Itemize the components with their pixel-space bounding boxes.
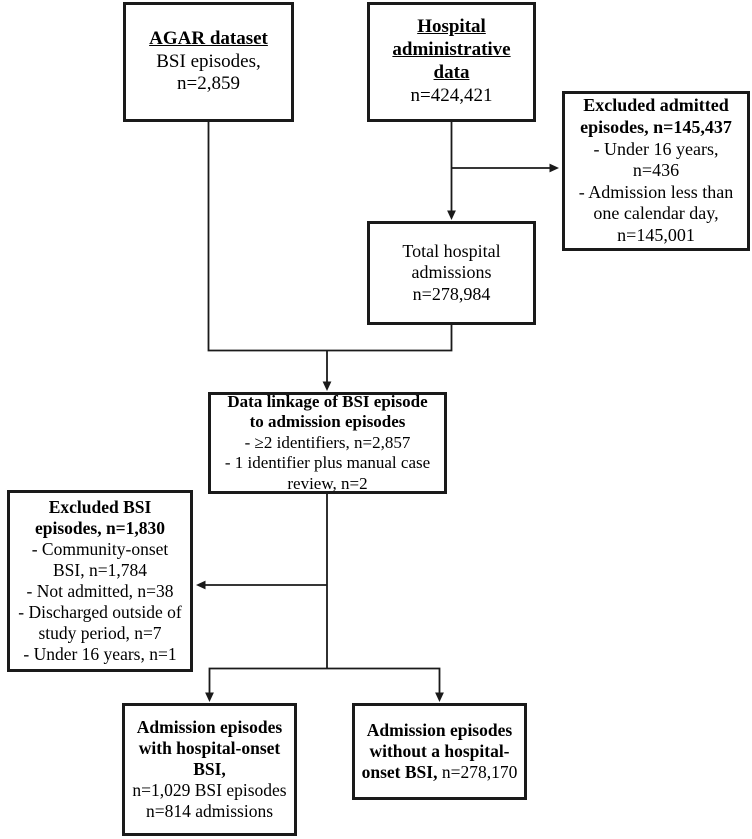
excluded-bsi-line-1: - Community-onset <box>31 539 169 559</box>
excluded-admitted-line-4: one calendar day, <box>593 203 719 224</box>
node-agar-dataset: AGAR dataset BSI episodes, n=2,859 <box>123 2 294 122</box>
no-onset-title-line-1: Admission episodes <box>366 720 513 740</box>
node-data-linkage: Data linkage of BSI episode to admission… <box>208 392 447 494</box>
data-linkage-line-2: - 1 identifier plus manual case <box>224 453 431 473</box>
node-admission-episodes-without-hospital-onset-bsi: Admission episodes without a hospital- o… <box>352 703 527 800</box>
node-total-hospital-admissions: Total hospital admissions n=278,984 <box>367 221 536 325</box>
data-linkage-line-1: - ≥2 identifiers, n=2,857 <box>244 432 411 452</box>
data-linkage-title-line-1: Data linkage of BSI episode <box>227 392 428 412</box>
total-admissions-line-3: n=278,984 <box>412 283 491 304</box>
node-excluded-bsi-episodes: Excluded BSI episodes, n=1,830 - Communi… <box>7 490 193 672</box>
hospital-onset-title-line-3: BSI, <box>193 759 226 779</box>
agar-line-2: n=2,859 <box>177 73 240 95</box>
no-onset-value: n=278,170 <box>437 762 518 782</box>
no-onset-title-line-3-with-value: onset BSI, n=278,170 <box>359 762 520 783</box>
excluded-bsi-title-line-1: Excluded BSI <box>48 497 152 517</box>
excluded-bsi-title-line-2: episodes, n=1,830 <box>34 518 166 538</box>
agar-title: AGAR dataset <box>149 27 268 49</box>
hospital-onset-title-line-1: Admission episodes <box>136 717 283 737</box>
no-onset-title-line-3: onset BSI, <box>361 762 438 782</box>
excluded-bsi-line-5: study period, n=7 <box>38 623 162 643</box>
hospital-onset-title-line-2: with hospital-onset <box>138 738 281 758</box>
excluded-admitted-line-1: - Under 16 years, <box>593 138 719 159</box>
hospital-line-1: n=424,421 <box>410 84 493 106</box>
node-admission-episodes-with-hospital-onset-bsi: Admission episodes with hospital-onset B… <box>122 703 297 836</box>
agar-line-1: BSI episodes, <box>156 50 261 72</box>
excluded-admitted-title-line-2: episodes, n=145,437 <box>580 117 732 138</box>
data-linkage-line-3: review, n=2 <box>287 473 368 493</box>
total-admissions-line-2: admissions <box>411 262 492 283</box>
hospital-onset-line-1: n=1,029 BSI episodes <box>132 780 287 800</box>
node-excluded-admitted-episodes: Excluded admitted episodes, n=145,437 - … <box>562 91 750 251</box>
excluded-bsi-line-4: - Discharged outside of <box>18 602 182 622</box>
node-hospital-administrative-data: Hospital administrative data n=424,421 <box>367 2 536 122</box>
excluded-bsi-line-2: BSI, n=1,784 <box>53 560 147 580</box>
hospital-title-line-1: Hospital <box>417 16 486 38</box>
no-onset-title-line-2: without a hospital- <box>369 741 510 761</box>
excluded-admitted-line-2: n=436 <box>632 160 680 181</box>
hospital-title-line-2: administrative data <box>392 39 511 83</box>
excluded-bsi-line-6: - Under 16 years, n=1 <box>23 644 177 664</box>
total-admissions-line-1: Total hospital <box>402 240 501 261</box>
data-linkage-title-line-2: to admission episodes <box>249 412 406 432</box>
hospital-onset-line-2: n=814 admissions <box>145 801 274 821</box>
excluded-admitted-line-5: n=145,001 <box>617 224 695 245</box>
excluded-bsi-line-3: - Not admitted, n=38 <box>26 581 174 601</box>
excluded-admitted-title-line-1: Excluded admitted <box>583 95 729 116</box>
excluded-admitted-line-3: - Admission less than <box>578 181 734 202</box>
